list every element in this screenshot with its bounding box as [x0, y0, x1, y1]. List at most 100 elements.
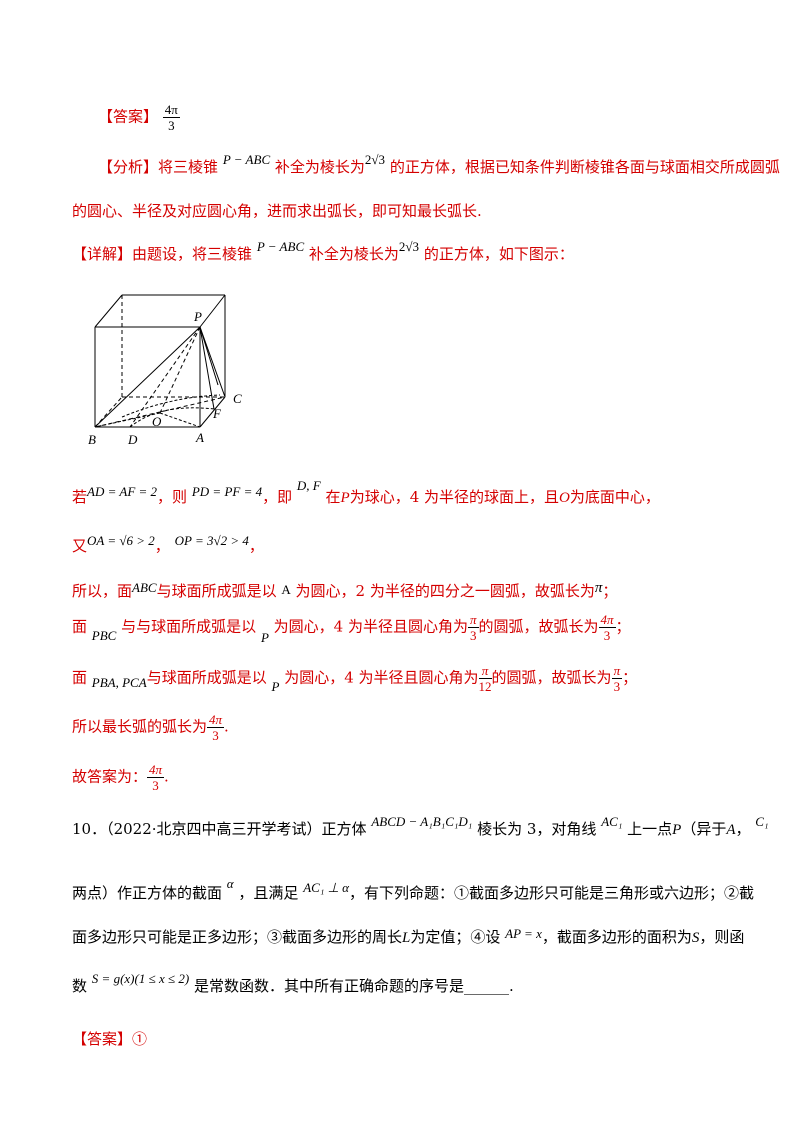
text: 若: [72, 488, 88, 506]
label-P: P: [193, 309, 202, 324]
text: ；: [622, 668, 638, 687]
answer-value: ①: [132, 1030, 148, 1048]
fraction-numerator: 4π: [147, 762, 165, 778]
answer-tag: 【答案】: [72, 1030, 133, 1048]
text: 面: [72, 617, 88, 636]
fraction-numerator: π: [468, 612, 479, 628]
text: 在: [325, 488, 341, 506]
analysis-tag: 【分析】: [98, 158, 159, 176]
fraction-numerator: 4π: [207, 712, 225, 728]
text: 的圆弧，故弧长为: [491, 668, 612, 687]
fraction-denominator: 3: [152, 778, 159, 793]
text: 又: [72, 537, 88, 555]
pyramid-math: P − ABC: [256, 239, 305, 254]
question-10-line-4: 数 S = g(x)(1 ≤ x ≤ 2) 是常数函数．其中所有正确命题的序号是…: [72, 971, 800, 996]
analysis-text: 的圆心、半径及对应圆心角，进而求出弧长，即可知最长弧长.: [72, 202, 482, 220]
question-10-line-3: 面多边形只可能是正多边形；③截面多边形的周长L为定值；④设 AP = x，截面多…: [72, 926, 800, 947]
text: 所以，面: [72, 582, 133, 600]
cube-edge: [199, 396, 226, 428]
label-A: A: [195, 430, 204, 445]
fraction-denominator: 3: [613, 679, 621, 694]
answer-2-line: 【答案】①: [72, 1028, 800, 1049]
cube-edge: [94, 294, 123, 328]
fraction-denominator: 3: [603, 628, 611, 643]
math: AC₁: [601, 814, 623, 829]
question-number: 10．: [72, 820, 107, 838]
fraction-denominator: 3: [168, 118, 175, 133]
text: 与与球面所成弧是以: [121, 617, 257, 636]
text: 是常数函数．其中所有正确命题的序号是______.: [193, 977, 514, 995]
text: 为圆心，4 为半径且圆心角为: [284, 668, 479, 687]
label-O: O: [152, 414, 162, 429]
fraction-numerator: 4π: [162, 102, 180, 118]
text: 面多边形只可能是正多边形；③截面多边形的周长: [72, 928, 403, 946]
base-arc: [121, 394, 221, 418]
cube-edge: [199, 294, 226, 328]
detail-line: 【详解】由题设，将三棱锥 P − ABC 补全为棱长为2√3 的正方体，如下图示…: [72, 239, 800, 264]
math: OP = 3√2 > 4: [174, 533, 249, 548]
fraction-numerator: 4π: [598, 612, 616, 628]
text: ，且满足: [238, 884, 299, 902]
analysis-text: 将三棱锥: [158, 158, 219, 176]
analysis-line-2: 的圆心、半径及对应圆心角，进而求出弧长，即可知最长弧长.: [72, 200, 800, 221]
detail-text: 由题设，将三棱锥: [132, 245, 253, 263]
detail-text: 的正方体，如下图示：: [423, 245, 574, 263]
math: α: [226, 876, 234, 891]
math: C₁: [755, 814, 769, 829]
math: OA = √6 > 2: [87, 533, 155, 548]
text: 与球面所成弧是以: [146, 668, 267, 687]
text: .: [224, 717, 229, 736]
math: O: [559, 490, 570, 506]
para-1: 若AD = AF = 2，则 PD = PF = 4，即 D, F 在P为球心，…: [72, 478, 800, 507]
analysis-text: 的正方体，根据已知条件判断棱锥各面与球面相交所成圆弧: [389, 158, 780, 176]
text: ；: [602, 582, 618, 600]
math: AC₁ ⊥ α: [303, 880, 349, 895]
math: S = g(x)(1 ≤ x ≤ 2): [91, 971, 190, 986]
text: ；: [615, 617, 631, 636]
text: （异于: [681, 820, 727, 838]
text: .: [164, 767, 169, 786]
text: 数: [72, 977, 88, 995]
detail-tag: 【详解】: [72, 245, 133, 263]
fraction-denominator: 3: [470, 628, 477, 643]
answer-1-line: 【答案】 4π 3: [98, 102, 800, 133]
segment-OA: [159, 412, 201, 428]
text: 上一点: [627, 820, 673, 838]
pyramid-edge-PB: [94, 326, 201, 428]
fraction-numerator: π: [611, 663, 623, 679]
math: A: [726, 822, 736, 838]
text: 所以最长弧的弧长为: [72, 717, 208, 736]
text: ，有下列命题：①截面多边形只可能是三角形或六边形；②截: [348, 884, 754, 902]
para-2: 又OA = √6 > 2， OP = 3√2 > 4，: [72, 533, 800, 556]
text: 为球心，4 为半径的球面上，且: [349, 488, 560, 506]
math: PD = PF = 4: [191, 484, 263, 499]
math: P: [260, 629, 269, 645]
question-10-line-2: 两点）作正方体的截面 α ，且满足 AC₁ ⊥ α，有下列命题：①截面多边形只可…: [72, 876, 800, 903]
text: ，: [154, 537, 170, 555]
label-B: B: [88, 432, 96, 447]
edge-math: 2√3: [398, 239, 420, 254]
text: ，则: [157, 488, 188, 506]
base-arc: [129, 407, 215, 428]
text: 与球面所成弧是以: [156, 582, 277, 600]
analysis-text: 补全为棱长为: [274, 158, 365, 176]
text: 为圆心，4 为半径且圆心角为: [273, 617, 468, 636]
question-10-line-1: 10．（2022·北京四中高三开学考试）正方体 ABCD − A₁B₁C₁D₁ …: [72, 814, 800, 839]
pyramid-edge-PC: [199, 326, 226, 398]
base-edge-BC: [94, 396, 226, 428]
fraction-denominator: 3: [212, 728, 219, 743]
text: ，即: [262, 488, 293, 506]
text: （2022·北京四中高三开学考试）正方体: [106, 820, 367, 838]
math: D, F: [296, 478, 321, 493]
answer-1-fraction: 4π 3: [162, 102, 180, 133]
text: 面: [72, 668, 88, 687]
math: PBA, PCA: [91, 674, 147, 690]
answer-tag: 【答案】: [98, 107, 159, 126]
text: 故答案为：: [72, 767, 148, 786]
math: L: [402, 930, 411, 946]
text: 棱长为 3，对角线: [477, 820, 597, 838]
